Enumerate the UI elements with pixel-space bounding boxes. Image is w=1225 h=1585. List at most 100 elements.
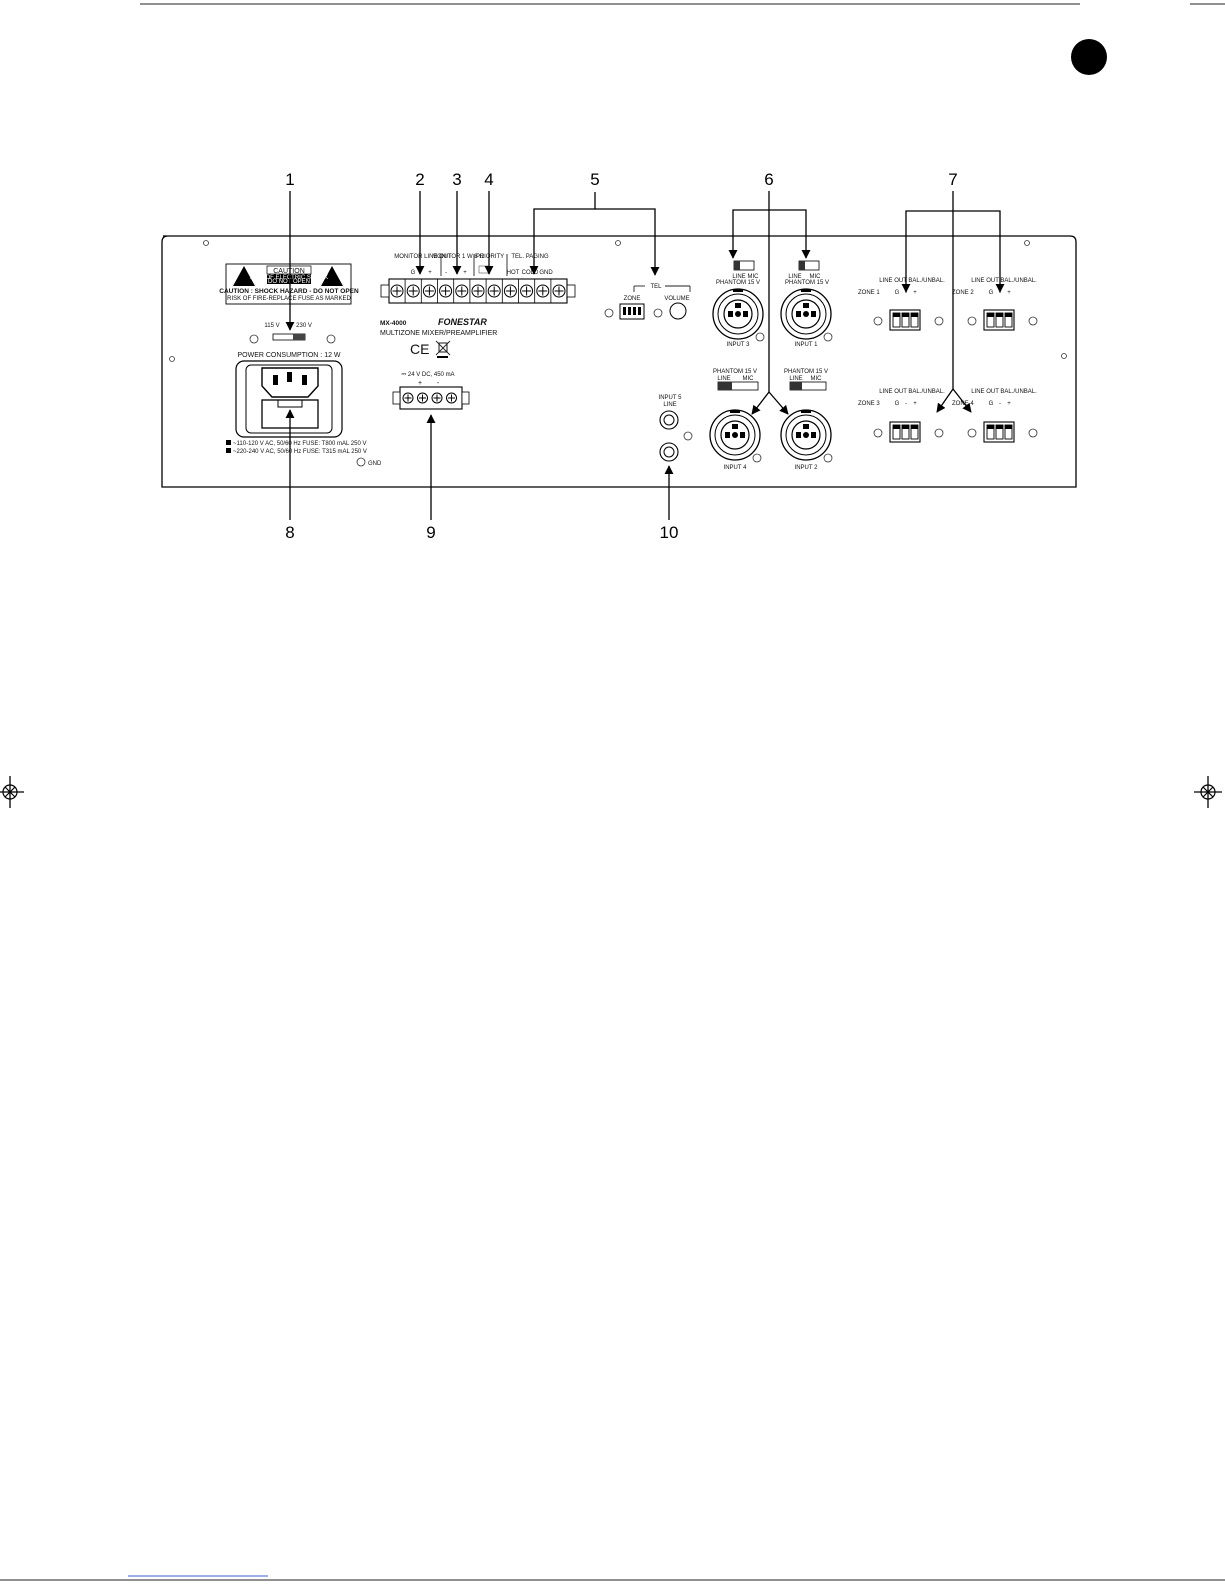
tel-volume-knob[interactable] xyxy=(669,302,687,320)
terminal-screw[interactable] xyxy=(406,284,420,298)
input3-label: INPUT 3 xyxy=(727,342,751,348)
terminal-minus-2: - xyxy=(445,270,447,276)
terminal-plus-1: + xyxy=(428,270,432,276)
zone3-connector[interactable] xyxy=(889,421,921,443)
jack-screw xyxy=(755,332,765,342)
input1-combo-jack[interactable] xyxy=(780,288,833,342)
zone2-connector[interactable] xyxy=(983,309,1015,331)
caution-title: CAUTION xyxy=(273,268,305,275)
zone1-pin-label: + xyxy=(913,290,917,296)
terminal-strip[interactable] xyxy=(380,278,576,304)
zone4-connector[interactable] xyxy=(983,421,1015,443)
zone1-line-out-label: LINE OUT BAL./UNBAL. xyxy=(879,278,945,284)
callout-6: 6 xyxy=(764,170,773,189)
input2-line-label: LINE xyxy=(789,376,802,382)
input2-line-mic-switch[interactable] xyxy=(789,381,827,391)
tel-screw-left xyxy=(604,308,614,318)
zone2-label: ZONE 2 xyxy=(952,290,974,296)
monitor-1w-label: MONITOR 1 W 8 Ω xyxy=(432,254,484,260)
monitor-line-out-label: MONITOR LINE OUT xyxy=(394,254,452,260)
input1-mic-label: MIC xyxy=(810,274,822,280)
registration-mark-left xyxy=(0,776,24,808)
terminal-screw[interactable] xyxy=(471,284,485,298)
tel-zone-dip-switch[interactable] xyxy=(619,303,645,320)
jack-screw xyxy=(823,453,833,463)
dc-terminal-block[interactable] xyxy=(392,386,470,410)
callout-8: 8 xyxy=(285,523,294,542)
zone2-pin-label: G xyxy=(989,290,994,296)
terminal-screw[interactable] xyxy=(552,284,566,298)
input1-phantom-label: PHANTOM 15 V xyxy=(785,280,829,286)
terminal-screw[interactable] xyxy=(455,284,469,298)
zone3-line-out-label: LINE OUT BAL./UNBAL. xyxy=(879,389,945,395)
terminal-screw[interactable] xyxy=(503,284,517,298)
dc-terminal-screw[interactable] xyxy=(431,392,443,404)
iec-power-inlet[interactable] xyxy=(235,360,343,438)
power-consumption-label: POWER CONSUMPTION : 12 W xyxy=(237,352,340,359)
zone1-connector[interactable] xyxy=(889,309,921,331)
input5-rca-jack-bottom[interactable] xyxy=(659,442,679,462)
input2-mic-label: MIC xyxy=(811,376,823,382)
input2-phantom-label: PHANTOM 15 V xyxy=(784,369,828,375)
description-label: MULTIZONE MIXER/PREAMPLIFIER xyxy=(380,330,497,337)
zone3-pin-label: - xyxy=(905,401,907,407)
terminal-screw[interactable] xyxy=(536,284,550,298)
zone1-pin-label: G xyxy=(895,290,900,296)
input2-combo-jack[interactable] xyxy=(780,409,833,463)
fuse-note-220: ~220-240 V AC, 50/60 Hz FUSE: T315 mAL 2… xyxy=(233,449,367,455)
terminal-screw[interactable] xyxy=(487,284,501,298)
input3-line-mic-switch[interactable] xyxy=(733,260,755,271)
input4-line-label: LINE xyxy=(717,376,730,382)
jack-screw xyxy=(752,453,762,463)
callout-leaders xyxy=(285,191,1005,520)
input1-line-label: LINE xyxy=(788,274,801,280)
callout-10: 10 xyxy=(660,523,679,542)
input2-label: INPUT 2 xyxy=(795,465,819,471)
terminal-plus-2: + xyxy=(463,270,467,276)
model-label: MX-4000 xyxy=(380,320,407,327)
zone2-screw-left xyxy=(967,316,977,326)
fuse-notes: ~110-120 V AC, 50/60 Hz FUSE: T800 mAL 2… xyxy=(226,440,367,455)
input1-line-mic-switch[interactable] xyxy=(798,260,820,271)
zone1-label: ZONE 1 xyxy=(858,290,880,296)
input3-combo-jack[interactable] xyxy=(712,288,765,342)
zone4-line-out-label: LINE OUT BAL./UNBAL. xyxy=(971,389,1037,395)
caution-sub1: RISK OF ELECTRIC SHOCK xyxy=(250,275,328,281)
terminal-screw[interactable] xyxy=(390,284,404,298)
input4-line-mic-switch[interactable] xyxy=(717,381,759,391)
gnd-label: GND xyxy=(368,461,382,467)
voltage-230-label: 230 V xyxy=(296,323,312,329)
jack-screw xyxy=(823,332,833,342)
voltage-selector[interactable]: 115 V 230 V xyxy=(264,323,312,341)
dc-terminal-screw[interactable] xyxy=(402,392,414,404)
dc-minus-label: - xyxy=(437,380,440,387)
priority-label: PRIORITY xyxy=(476,254,504,260)
dc-terminal-screw[interactable] xyxy=(446,392,457,404)
caution-line1: CAUTION : SHOCK HAZARD - DO NOT OPEN xyxy=(219,288,359,295)
terminal-screw[interactable] xyxy=(520,284,534,298)
terminal-hot: HOT xyxy=(507,270,520,276)
tel-section: TEL ZONE VOLUME xyxy=(624,284,691,302)
input4-label: INPUT 4 xyxy=(724,465,748,471)
registration-mark-right xyxy=(1194,776,1222,808)
callout-1: 1 xyxy=(285,170,294,189)
tel-title: TEL xyxy=(650,284,662,290)
zone3-pin-label: + xyxy=(913,401,917,407)
dc-input-label: ⎓ 24 V DC, 450 mA xyxy=(401,372,454,378)
dc-terminal-screw[interactable] xyxy=(417,392,428,404)
input5-rca-jack-top[interactable] xyxy=(659,410,679,430)
tel-screw-right xyxy=(653,308,663,318)
terminal-screw[interactable] xyxy=(439,284,453,298)
callout-numbers: 1 2 3 4 5 6 7 8 9 10 xyxy=(285,170,957,542)
voltage-115-label: 115 V xyxy=(264,323,279,329)
input5-screw xyxy=(683,431,693,441)
zone4-pin-label: - xyxy=(999,401,1001,407)
tel-paging-label: TEL. PAGING xyxy=(511,254,549,260)
terminal-screw[interactable] xyxy=(422,284,436,298)
input4-combo-jack[interactable] xyxy=(709,409,762,463)
ce-mark: CE xyxy=(410,341,429,357)
